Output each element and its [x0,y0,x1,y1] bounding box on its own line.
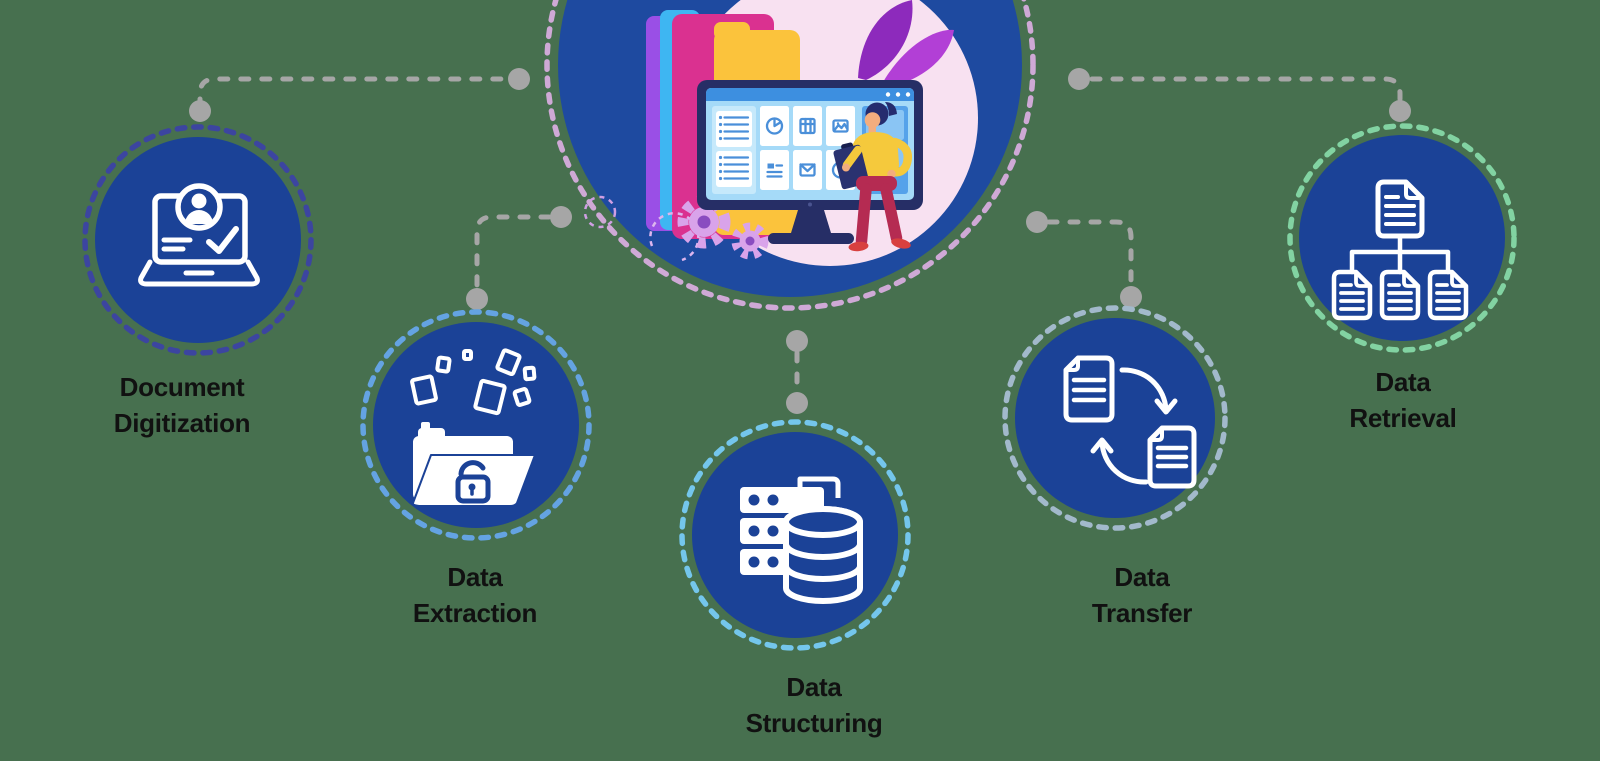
connector-dot [1068,68,1090,90]
node-circle [95,137,301,343]
connector-data-extraction [474,214,552,290]
label-line: Data [1114,562,1170,592]
person-illustration [833,102,912,252]
connector-data-retrieval [1089,76,1403,102]
node-data-retrieval [1287,123,1517,353]
node-document-digitization [82,124,314,356]
label-line: Digitization [113,408,251,438]
node-data-extraction [360,309,592,541]
file-card-grid [760,106,855,190]
label-line: Structuring [745,708,883,738]
label-line: Data [1375,367,1431,397]
connector-line [1046,219,1134,288]
node-data-structuring [679,419,911,651]
connector-document-digitization [197,76,507,110]
label-data-retrieval: Data Retrieval [1253,364,1553,436]
connector-line [1089,76,1403,102]
label-line: Data [786,672,842,702]
connector-dot [508,68,530,90]
laptop-user-verification-icon [138,183,260,287]
connector-dot [1026,211,1048,233]
connector-line [197,76,507,110]
label-line: Data [447,562,503,592]
connector-dot [189,100,211,122]
connector-dot [786,330,808,352]
hub-dashed-ring [544,0,1036,311]
document-sync-arrows-icon [1063,355,1197,489]
label-line: Transfer [1091,598,1193,628]
connector-line [474,214,552,290]
node-dashed-ring [1287,123,1517,353]
hub-illustration [583,0,978,266]
node-data-transfer [1002,305,1228,531]
node-dashed-ring [1002,305,1228,531]
label-data-structuring: Data Structuring [664,669,964,741]
connector-dot [786,392,808,414]
server-database-icon [740,476,863,604]
label-data-extraction: Data Extraction [325,559,625,631]
node-dashed-ring [82,124,314,356]
connector-dot [1389,100,1411,122]
connector-dot [550,206,572,228]
node-dashed-ring [360,309,592,541]
connector-dot [1120,286,1142,308]
label-line: Extraction [412,598,538,628]
folder-unlock-documents-icon [410,348,537,507]
connector-dot [466,288,488,310]
label-line: Retrieval [1349,403,1457,433]
node-dashed-ring [679,419,911,651]
leaves-decoration [858,0,954,88]
label-line: Document [119,372,245,402]
connector-data-transfer [1046,219,1134,288]
central-hub [544,0,1036,311]
document-hierarchy-icon [1331,179,1469,321]
label-document-digitization: Document Digitization [32,369,332,441]
label-data-transfer: Data Transfer [992,559,1292,631]
